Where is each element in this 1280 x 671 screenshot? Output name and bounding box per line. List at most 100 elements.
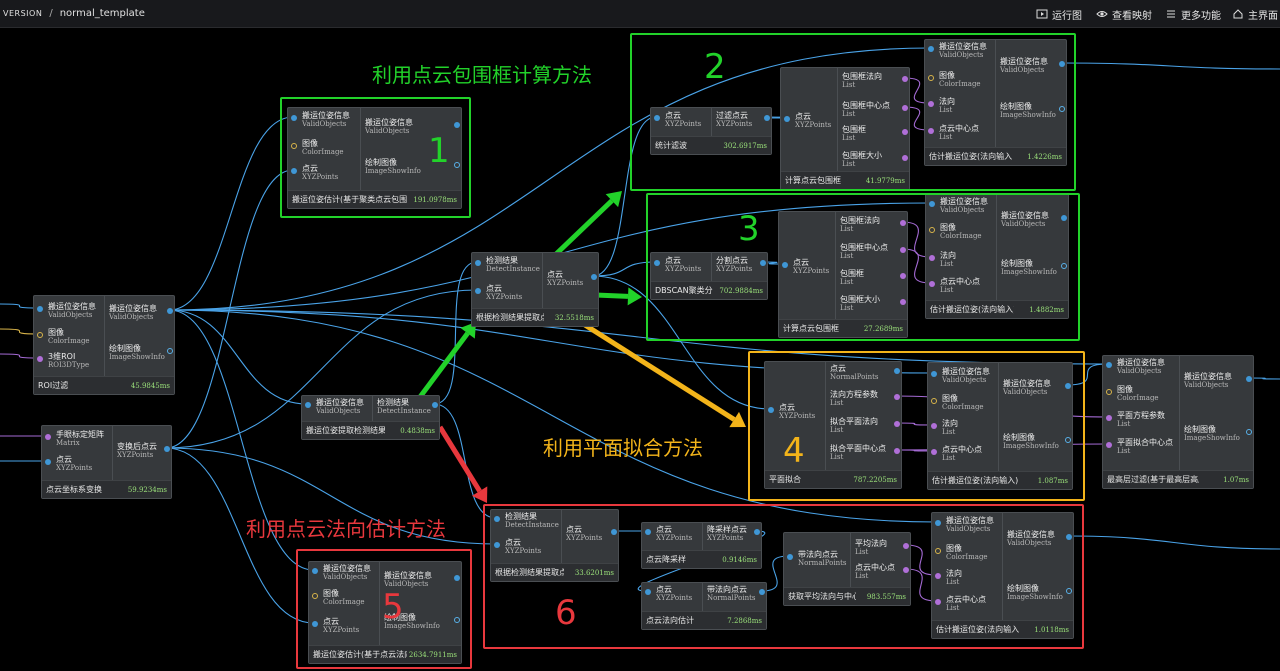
input-port-dot[interactable] (935, 599, 941, 605)
input-port-dot[interactable] (291, 143, 297, 149)
connection-wire[interactable] (761, 261, 785, 265)
output-port-dot[interactable] (1059, 106, 1065, 112)
connection-wire[interactable] (168, 309, 315, 571)
connection-wire[interactable] (765, 116, 787, 119)
input-port-dot[interactable] (45, 459, 51, 465)
connection-wire[interactable] (1067, 535, 1280, 550)
connection-wire[interactable] (168, 309, 938, 523)
connection-wire[interactable] (165, 447, 315, 624)
input-port-dot[interactable] (1106, 442, 1112, 448)
node-dbscan[interactable]: 点云XYZPoints分割点云XYZPointsDBSCAN聚类分割702.98… (650, 252, 768, 300)
output-port-dot[interactable] (1066, 534, 1072, 540)
input-port-dot[interactable] (37, 332, 43, 338)
output-port-dot[interactable] (902, 76, 908, 82)
connection-wire[interactable] (895, 422, 934, 426)
input-port-dot[interactable] (645, 529, 651, 535)
input-port-dot[interactable] (494, 516, 500, 522)
input-port-dot[interactable] (929, 201, 935, 207)
connection-wire[interactable] (760, 555, 790, 592)
connection-wire[interactable] (901, 221, 932, 258)
input-port-dot[interactable] (312, 568, 318, 574)
main-ui-button[interactable]: 主界面 (1232, 0, 1278, 28)
input-port-dot[interactable] (784, 116, 790, 122)
connection-wire[interactable] (1060, 62, 1280, 70)
output-port-dot[interactable] (1059, 61, 1065, 67)
input-port-dot[interactable] (929, 227, 935, 233)
input-port-dot[interactable] (787, 554, 793, 560)
connection-wire[interactable] (0, 303, 40, 309)
output-port-dot[interactable] (1065, 383, 1071, 389)
output-port-dot[interactable] (454, 617, 460, 623)
more-features-button[interactable]: 更多功能 (1165, 0, 1221, 28)
connection-wire[interactable] (168, 116, 294, 311)
input-port-dot[interactable] (494, 542, 500, 548)
input-port-dot[interactable] (291, 168, 297, 174)
input-port-dot[interactable] (305, 402, 311, 408)
output-port-dot[interactable] (900, 247, 906, 253)
input-port-dot[interactable] (45, 434, 51, 440)
input-port-dot[interactable] (1106, 415, 1112, 421)
output-port-dot[interactable] (900, 220, 906, 226)
input-port-dot[interactable] (935, 520, 941, 526)
input-port-dot[interactable] (931, 423, 937, 429)
output-port-dot[interactable] (167, 308, 173, 314)
output-port-dot[interactable] (754, 529, 760, 535)
input-port-dot[interactable] (37, 356, 43, 362)
input-port-dot[interactable] (935, 573, 941, 579)
output-port-dot[interactable] (454, 162, 460, 168)
connection-wire[interactable] (168, 47, 931, 311)
output-port-dot[interactable] (1061, 263, 1067, 269)
input-port-dot[interactable] (928, 101, 934, 107)
project-name[interactable]: normal_template (59, 8, 145, 19)
input-port-dot[interactable] (312, 621, 318, 627)
output-port-dot[interactable] (432, 402, 438, 408)
connection-wire[interactable] (0, 353, 40, 359)
input-port-dot[interactable] (928, 128, 934, 134)
input-port-dot[interactable] (654, 115, 660, 121)
connection-wire[interactable] (0, 328, 40, 335)
connection-wire[interactable] (904, 568, 938, 602)
input-port-dot[interactable] (37, 306, 43, 312)
output-port-dot[interactable] (1246, 429, 1252, 435)
output-port-dot[interactable] (760, 260, 766, 266)
connection-wire[interactable] (903, 77, 931, 104)
connection-wire[interactable] (165, 447, 497, 545)
output-port-dot[interactable] (894, 448, 900, 454)
output-port-dot[interactable] (164, 446, 170, 452)
input-port-dot[interactable] (768, 407, 774, 413)
connection-wire[interactable] (433, 403, 497, 519)
output-port-dot[interactable] (454, 122, 460, 128)
connection-wire[interactable] (1247, 377, 1280, 380)
input-port-dot[interactable] (928, 46, 934, 52)
output-port-dot[interactable] (454, 575, 460, 581)
input-port-dot[interactable] (935, 548, 941, 554)
output-port-dot[interactable] (1246, 376, 1252, 382)
input-port-dot[interactable] (929, 281, 935, 287)
input-port-dot[interactable] (1106, 362, 1112, 368)
input-port-dot[interactable] (931, 449, 937, 455)
output-port-dot[interactable] (903, 567, 909, 573)
output-port-dot[interactable] (903, 543, 909, 549)
input-port-dot[interactable] (928, 75, 934, 81)
connection-wire[interactable] (901, 248, 932, 284)
view-mapping-button[interactable]: 查看映射 (1096, 0, 1152, 28)
output-port-dot[interactable] (894, 394, 900, 400)
output-port-dot[interactable] (611, 529, 617, 535)
output-port-dot[interactable] (591, 274, 597, 280)
connection-wire[interactable] (592, 261, 657, 277)
